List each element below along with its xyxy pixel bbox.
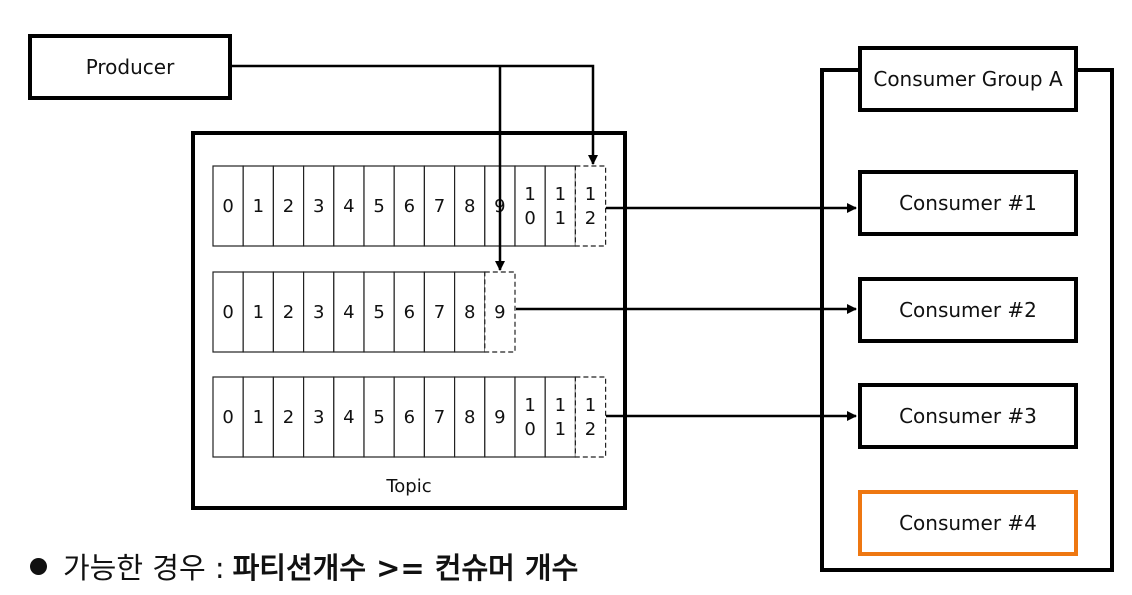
offset-label: 7 [434,196,445,217]
partition-0-cell: 1 [242,165,274,247]
partition-0-cell: 10 [514,165,546,247]
partition-2-cell: 8 [454,376,486,458]
offset-label: 1 [253,407,264,428]
offset-label: 2 [585,419,596,440]
offset-label: 1 [524,184,535,205]
offset-label: 1 [524,395,535,416]
offset-label: 1 [555,208,566,229]
offset-label: 6 [404,196,415,217]
partition-0-cell: 11 [544,165,577,247]
offset-label: 2 [283,196,294,217]
producer-box: Producer [28,34,232,100]
offset-label: 1 [555,184,566,205]
consumer-group-label-box: Consumer Group A [858,46,1078,112]
offset-label: 2 [283,302,294,323]
offset-label: 4 [343,196,354,217]
offset-label: 5 [373,196,384,217]
producer-label: Producer [85,55,175,79]
topic-box [191,131,627,510]
consumer-2-box: Consumer #2 [858,277,1078,343]
offset-label: 6 [404,302,415,323]
offset-label: 1 [585,184,596,205]
partition-1-cell: 2 [272,271,305,353]
consumer-1-box: Consumer #1 [858,170,1078,236]
offset-label: 9 [494,407,505,428]
partition-2-cell: 1 [242,376,274,458]
bullet-icon [30,557,47,575]
offset-label: 8 [464,302,475,323]
partition-0-cell: 4 [333,165,365,247]
offset-label: 3 [313,407,324,428]
partition-1-cell: 4 [333,271,365,353]
offset-label: 1 [555,395,566,416]
partition-0-cell: 5 [363,165,395,247]
offset-label: 8 [464,196,475,217]
partition-1-cell: 7 [423,271,456,353]
partition-2-cell: 10 [514,376,546,458]
consumer-4-label: Consumer #4 [899,511,1037,535]
partition-1-next-offset: 9 [484,271,516,353]
consumer-4-box: Consumer #4 [858,490,1078,556]
partition-2-cell: 3 [303,376,335,458]
caption: 가능한 경우 : 파티션개수 >= 컨슈머 개수 [30,540,578,592]
caption-bold: 파티션개수 >= 컨슈머 개수 [232,551,579,585]
partition-1-cell: 5 [363,271,395,353]
offset-label: 0 [222,302,233,323]
offset-label: 7 [434,302,445,323]
consumer-2-label: Consumer #2 [899,298,1037,322]
partition-1-cell: 6 [393,271,426,353]
partition-2-next-offset: 12 [574,376,607,458]
partition-1-cell: 1 [242,271,274,353]
offset-label: 2 [283,407,294,428]
partition-2-cell: 9 [484,376,516,458]
consumer-1-label: Consumer #1 [899,191,1037,215]
partition-2-cell: 11 [544,376,577,458]
offset-label: 1 [585,395,596,416]
producer-arrow-to-partition-0 [232,64,598,165]
partition-0-cell: 6 [393,165,426,247]
offset-label: 3 [313,196,324,217]
offset-label: 2 [585,208,596,229]
offset-label: 0 [222,196,233,217]
offset-label: 5 [373,302,384,323]
partition-1-cell: 0 [212,271,244,353]
caption-plain: 가능한 경우 : [63,551,225,585]
offset-label: 0 [222,407,233,428]
consumer-group-label: Consumer Group A [873,67,1063,91]
offset-label: 1 [555,419,566,440]
offset-label: 4 [343,407,354,428]
offset-label: 1 [253,302,264,323]
offset-label: 1 [253,196,264,217]
topic-label: Topic [385,476,431,497]
offset-label: 7 [434,407,445,428]
offset-label: 5 [373,407,384,428]
partition-2-cell: 4 [333,376,365,458]
partition-2-cell: 2 [272,376,305,458]
partition-0-next-offset: 12 [574,165,607,247]
consumer-3-box: Consumer #3 [858,383,1078,449]
partition-0-cell: 2 [272,165,305,247]
offset-label: 4 [343,302,354,323]
consumer-3-label: Consumer #3 [899,404,1037,428]
offset-label: 8 [464,407,475,428]
offset-label: 3 [313,302,324,323]
partition-2-cell: 5 [363,376,395,458]
partition-1-cell: 3 [303,271,335,353]
partition-1-cell: 8 [454,271,486,353]
offset-label: 9 [494,302,505,323]
partition-0-cell: 0 [212,165,244,247]
partition-2-cell: 7 [423,376,456,458]
partition-2-cell: 0 [212,376,244,458]
partition-0-cell: 7 [423,165,456,247]
offset-label: 0 [524,208,535,229]
partition-2-cell: 6 [393,376,426,458]
partition-0-cell: 3 [303,165,335,247]
offset-label: 0 [524,419,535,440]
offset-label: 6 [404,407,415,428]
partition-0-cell: 8 [454,165,486,247]
